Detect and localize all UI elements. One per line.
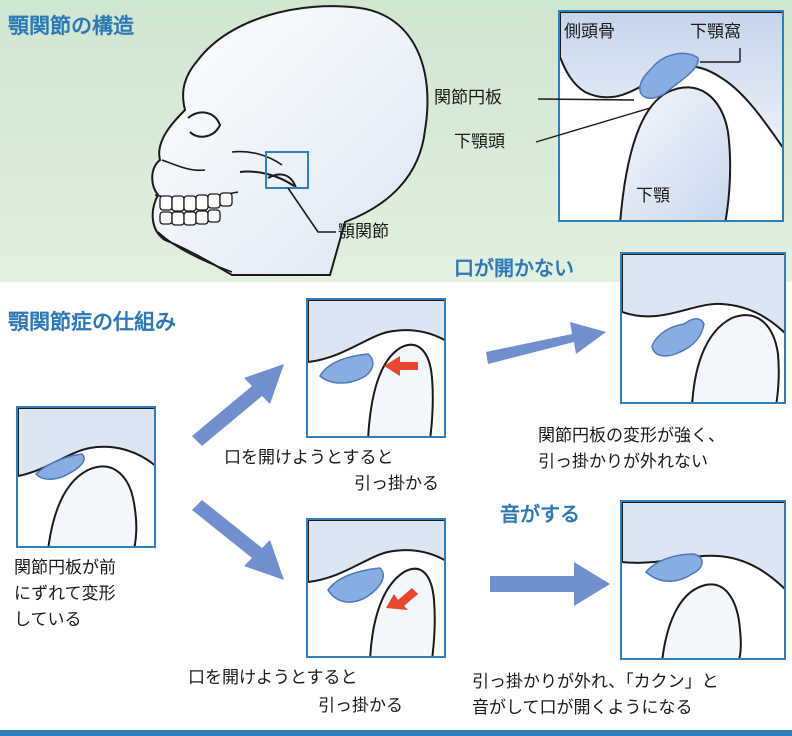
tmj-detail-drawing bbox=[560, 12, 782, 220]
result-upper-caption-line-2: 引っ掛かりが外れない bbox=[538, 452, 708, 472]
upper-middle-caption-line-2: 引っ掛かる bbox=[354, 474, 439, 494]
label-mandibular-fossa: 下顎窩 bbox=[690, 22, 741, 42]
result-upper-caption-line-1: 関節円板の変形が強く、 bbox=[538, 426, 725, 446]
mechanism-title: 顎関節症の仕組み bbox=[8, 310, 176, 334]
lower-middle-caption-line-2: 引っ掛かる bbox=[318, 696, 403, 716]
arrow-down-right-icon bbox=[192, 500, 284, 580]
start-state-box bbox=[16, 406, 156, 548]
tmj-detail-box bbox=[558, 10, 784, 222]
red-arrow-icon bbox=[384, 356, 418, 376]
upper-result-box bbox=[620, 252, 786, 404]
start-caption-line-2: にずれて変形 bbox=[14, 584, 116, 604]
leader-lines bbox=[535, 48, 741, 143]
start-caption-line-1: 関節円板が前 bbox=[14, 558, 116, 578]
structure-title: 顎関節の構造 bbox=[8, 14, 134, 38]
red-arrow-diagonal-icon bbox=[386, 588, 418, 610]
result-upper-title: 口が開かない bbox=[454, 256, 574, 280]
label-condyle: 下顎頭 bbox=[454, 132, 505, 152]
upper-middle-caption-line-1: 口を開けようとすると bbox=[224, 448, 394, 468]
skull-illustration bbox=[151, 5, 781, 276]
lower-middle-box bbox=[306, 518, 446, 658]
bottom-rule bbox=[0, 730, 792, 736]
label-tmj: 顎関節 bbox=[338, 222, 389, 242]
lower-result-box bbox=[620, 500, 786, 660]
result-lower-caption-line-1: 引っ掛かりが外れ、「カクン」と bbox=[472, 672, 719, 692]
upper-middle-box bbox=[306, 298, 446, 438]
label-articular-disc: 関節円板 bbox=[434, 88, 502, 108]
result-lower-caption-line-2: 音がして口が開くようになる bbox=[472, 698, 693, 718]
start-caption-line-3: している bbox=[14, 610, 82, 630]
arrow-up-right-icon bbox=[192, 364, 284, 446]
arrow-to-upper-result-icon bbox=[486, 322, 606, 364]
result-lower-title: 音がする bbox=[500, 502, 580, 526]
label-temporal-bone: 側頭骨 bbox=[564, 22, 615, 42]
arrow-to-lower-result-icon bbox=[490, 562, 610, 606]
lower-middle-caption-line-1: 口を開けようとすると bbox=[188, 668, 358, 688]
label-mandible: 下顎 bbox=[636, 186, 670, 206]
